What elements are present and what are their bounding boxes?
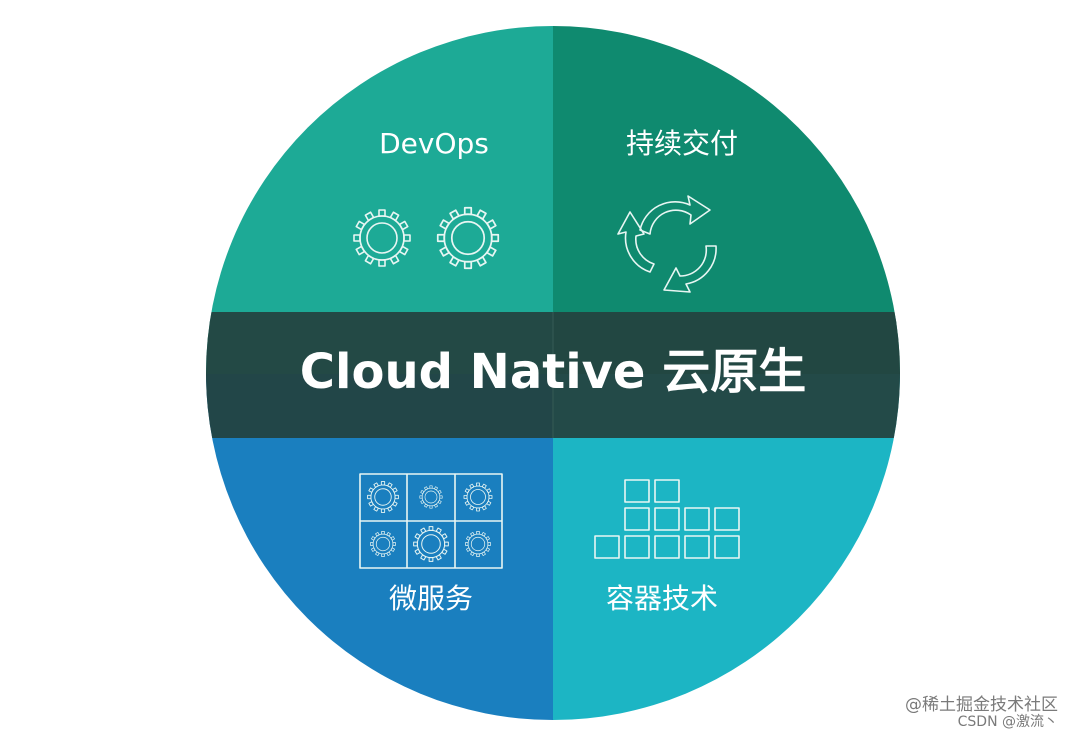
center-title: Cloud Native 云原生 bbox=[300, 344, 806, 400]
cycle-arrows-icon bbox=[617, 195, 717, 293]
container-blocks-icon bbox=[594, 479, 740, 559]
juejin-watermark: @稀土掘金技术社区 bbox=[905, 695, 1058, 715]
devops-label: DevOps bbox=[379, 127, 489, 160]
containers-label: 容器技术 bbox=[606, 582, 718, 615]
microservices-label: 微服务 bbox=[389, 582, 473, 615]
microservices-grid-icon bbox=[359, 473, 503, 569]
continuous-delivery-label: 持续交付 bbox=[626, 127, 738, 160]
csdn-watermark: CSDN @激流丶 bbox=[957, 714, 1058, 730]
